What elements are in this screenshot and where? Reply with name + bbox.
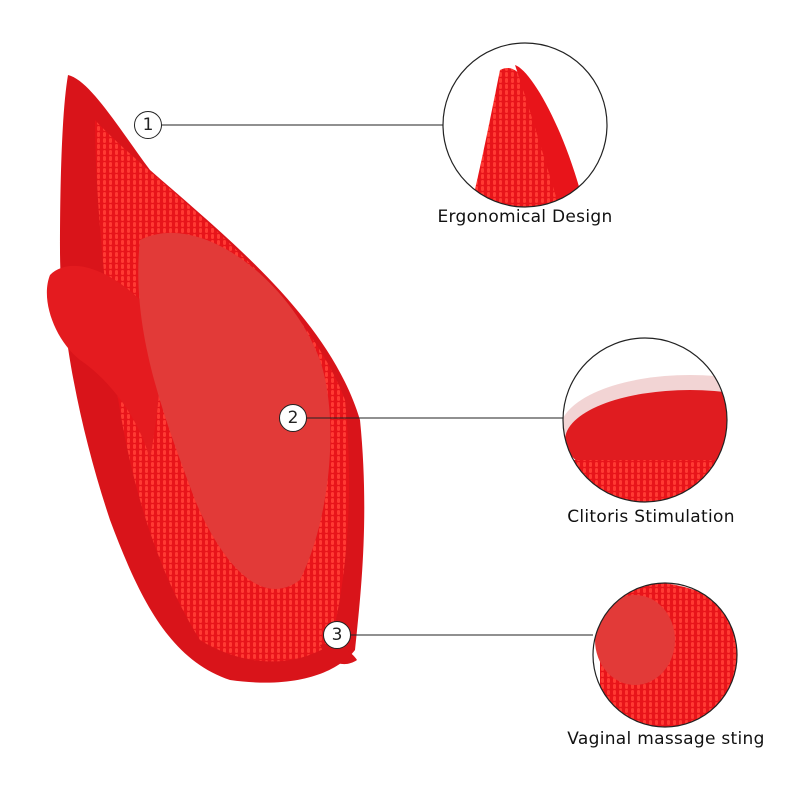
feature-label-2: Clitoris Stimulation	[567, 507, 735, 527]
feature-number-2: 2	[279, 404, 307, 432]
feature-label-1: Ergonomical Design	[437, 207, 613, 227]
detail-circle-1	[442, 42, 608, 208]
feature-label-3: Vaginal massage sting	[567, 729, 765, 749]
detail-circle-2	[562, 337, 728, 503]
detail-circle-3	[592, 582, 738, 728]
feature-number-3: 3	[323, 621, 351, 649]
feature-number-1: 1	[134, 111, 162, 139]
product-image	[46, 75, 365, 683]
